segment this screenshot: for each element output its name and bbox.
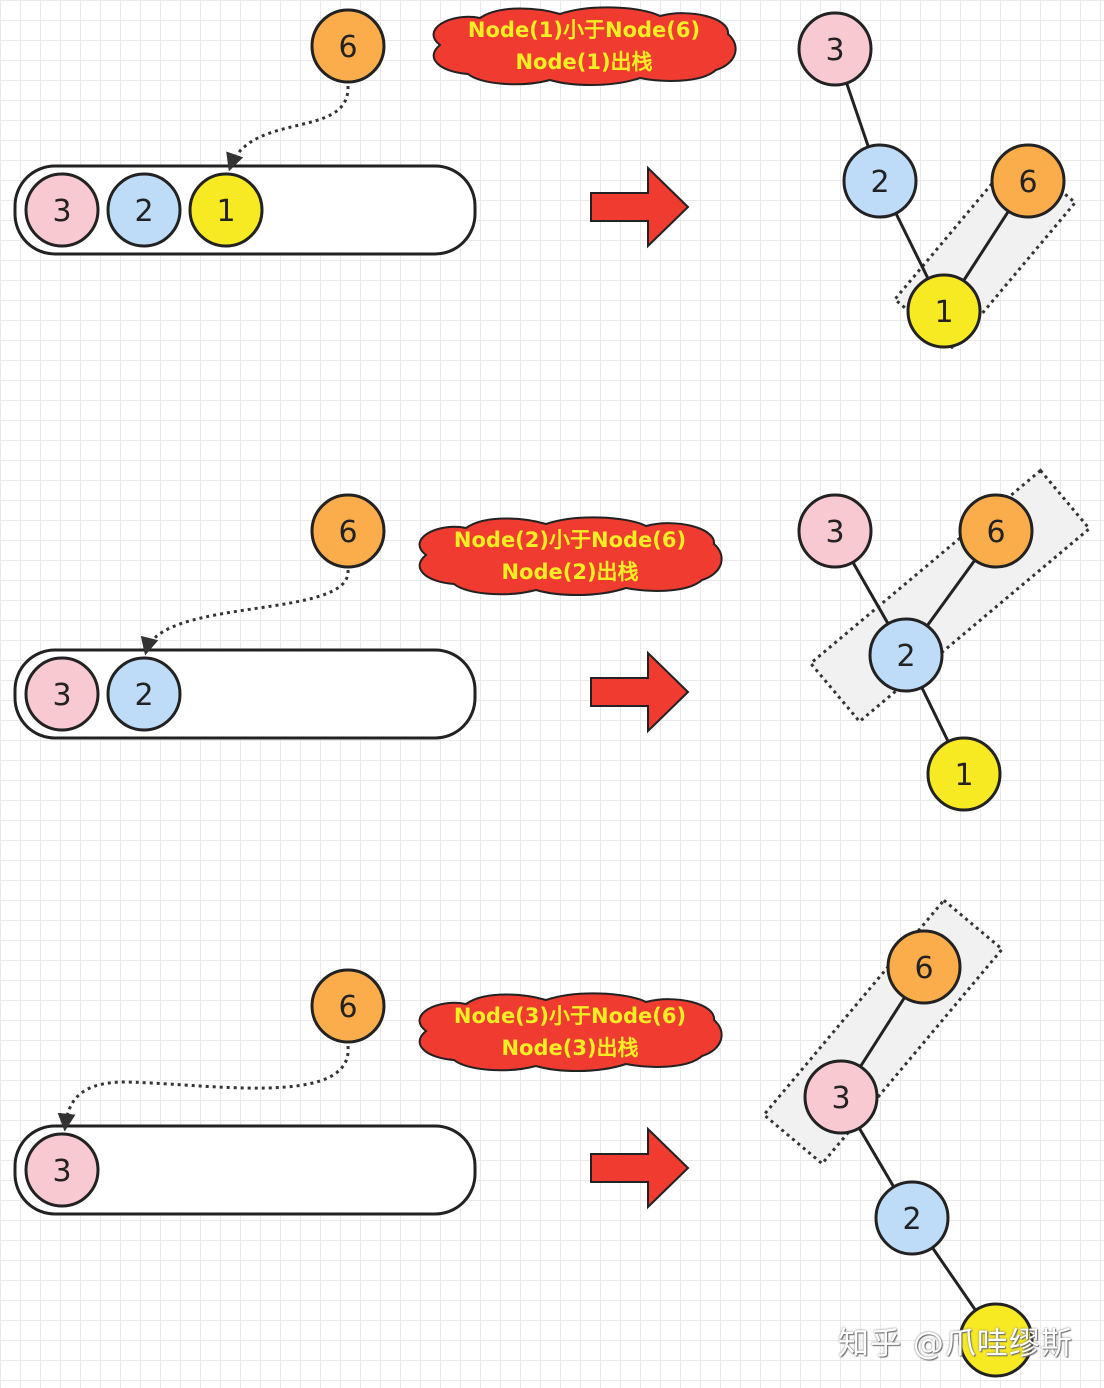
node-label: 2 [134,194,153,229]
cloud-line-2: Node(2)出栈 [501,560,638,584]
cloud-callout: Node(2)小于Node(6) Node(2)出栈 [418,516,723,596]
cloud-line-1: Node(1)小于Node(6) [468,18,700,42]
node-label: 6 [914,951,933,986]
stack-node: 2 [106,656,182,732]
node-label: 2 [896,639,915,674]
node-label: 3 [825,33,844,68]
cloud-line-2: Node(3)出栈 [501,1036,638,1060]
node-label: 6 [338,990,357,1025]
node-label: 3 [52,194,71,229]
push-arrow [226,85,350,172]
push-arrow [57,1045,350,1132]
stack-container [13,1124,477,1216]
node-label: 1 [216,194,235,229]
push-arrow [140,569,350,656]
tree-node: 3 [797,11,873,87]
tree-node: 2 [842,143,918,219]
tree-node [958,1302,1034,1378]
tree-node: 2 [868,617,944,693]
node-label: 3 [52,1154,71,1189]
tree-node: 6 [990,143,1066,219]
node-label: 3 [831,1081,850,1116]
node-label: 6 [986,515,1005,550]
node-label: 6 [338,515,357,550]
node-label: 3 [52,678,71,713]
incoming-node: 6 [310,8,386,84]
transform-arrow [590,650,690,734]
tree-node: 6 [886,929,962,1005]
cloud-callout: Node(3)小于Node(6) Node(3)出栈 [418,992,723,1072]
cloud-line-2: Node(1)出栈 [515,50,652,74]
stack-node: 1 [188,172,264,248]
node-label: 2 [134,678,153,713]
watermark: 知乎 @爪哇缪斯 [838,1326,1073,1362]
node-label: 1 [954,758,973,793]
panel-3: 6 3 Node(3)小于Node(6) Node(3)出栈 6 3 2 [13,898,1034,1378]
tree-node: 3 [797,493,873,569]
node-label: 3 [825,515,844,550]
node-label: 2 [902,1202,921,1237]
tree-node: 1 [906,273,982,349]
incoming-node: 6 [310,968,386,1044]
tree-node: 1 [926,736,1002,812]
cloud-callout: Node(1)小于Node(6) Node(1)出栈 [432,6,737,86]
cloud-line-1: Node(2)小于Node(6) [454,528,686,552]
tree-node: 2 [874,1180,950,1256]
stack-node: 3 [24,1132,100,1208]
stack-node: 3 [24,656,100,732]
panel-2: 6 3 2 Node(2)小于Node(6) Node(2)出栈 3 6 [13,468,1092,812]
node-label: 6 [1018,165,1037,200]
node-label: 6 [338,30,357,65]
stack-node: 3 [24,172,100,248]
transform-arrow [590,1126,690,1210]
tree-node: 3 [803,1059,879,1135]
panel-1: 6 3 2 1 Node(1)小于Node(6) Node(1)出栈 [13,6,1078,351]
cloud-line-1: Node(3)小于Node(6) [454,1004,686,1028]
tree-node: 6 [958,493,1034,569]
node-label: 2 [870,165,889,200]
incoming-node: 6 [310,493,386,569]
node-label: 1 [934,295,953,330]
stack-node: 2 [106,172,182,248]
transform-arrow [590,165,690,249]
